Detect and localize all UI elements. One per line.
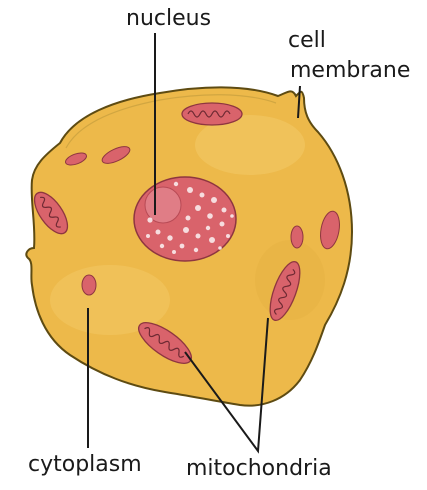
label-cytoplasm: cytoplasm — [28, 454, 142, 476]
organelle — [291, 226, 303, 248]
mitochondrion — [182, 103, 242, 125]
label-cell-membrane-line1: cell — [288, 30, 326, 52]
label-mitochondria: mitochondria — [186, 458, 332, 480]
nucleus — [134, 177, 236, 261]
label-nucleus: nucleus — [126, 8, 211, 30]
organelle — [82, 275, 96, 295]
label-cell-membrane-line2: membrane — [290, 60, 410, 82]
